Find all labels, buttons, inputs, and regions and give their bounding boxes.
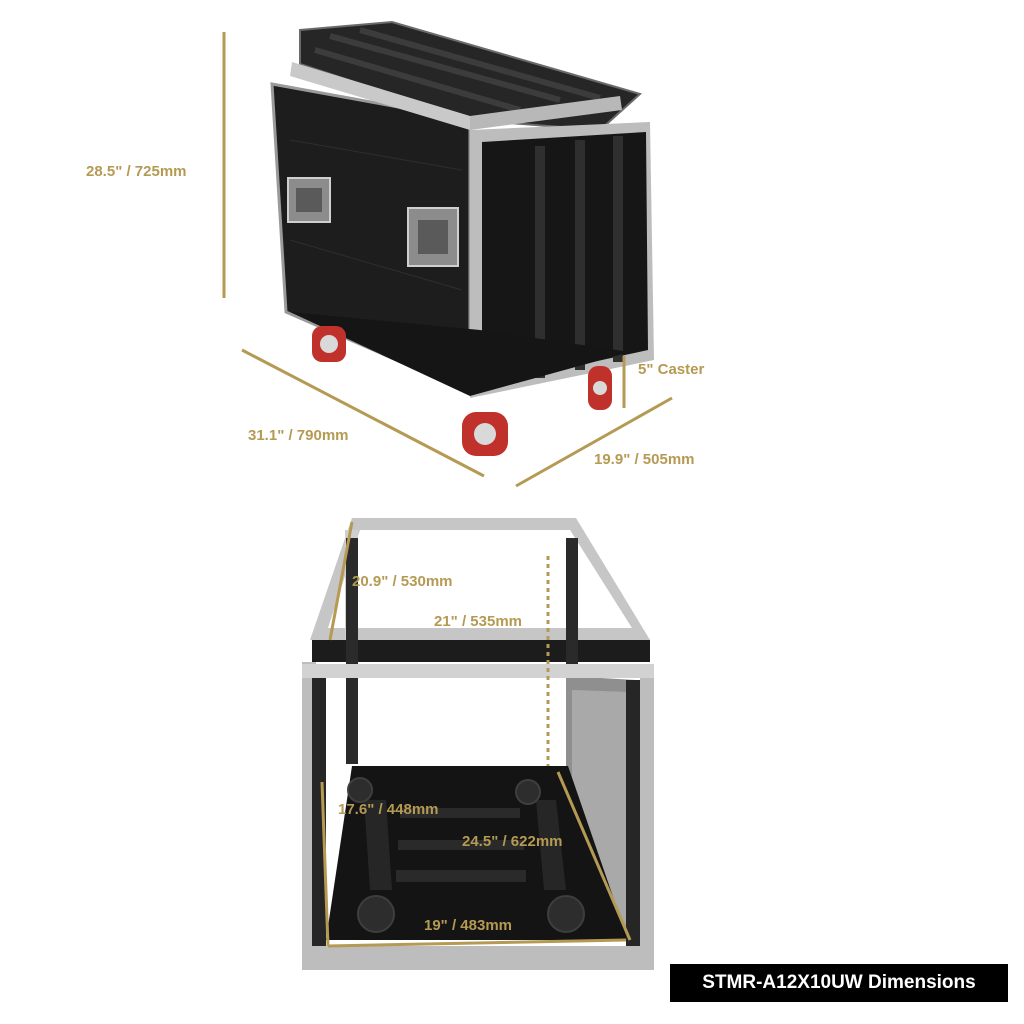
width-dimension-label: 19.9" / 505mm <box>594 451 695 468</box>
length-dimension-label: 31.1" / 790mm <box>248 427 349 444</box>
caster-size-label: 5" Caster <box>638 361 705 378</box>
open-rack-case-photo <box>302 518 654 970</box>
rack-width-dimension-label: 19" / 483mm <box>424 917 513 934</box>
height-dimension-label: 28.5" / 725mm <box>86 163 187 180</box>
caster-wheel <box>588 366 612 410</box>
inner-depth-dimension-label: 24.5" / 622mm <box>462 833 563 850</box>
closed-rack-case-photo <box>270 20 654 456</box>
bottom-dimension-lines <box>320 521 632 948</box>
top-dimension-lines <box>222 32 673 488</box>
model-dimensions-badge: STMR-A12X10UW Dimensions <box>670 964 1008 1002</box>
side-handle <box>407 207 459 267</box>
floor-rib <box>396 808 526 882</box>
floor-rib <box>364 800 566 890</box>
rail-depth-dimension-label: 21" / 535mm <box>434 613 523 630</box>
inner-height-dimension-label: 17.6" / 448mm <box>338 801 439 818</box>
side-handle <box>287 177 331 223</box>
caster-wheel <box>312 326 346 362</box>
top-depth-dimension-label: 20.9" / 530mm <box>352 573 453 590</box>
caster-wheel <box>462 412 508 456</box>
